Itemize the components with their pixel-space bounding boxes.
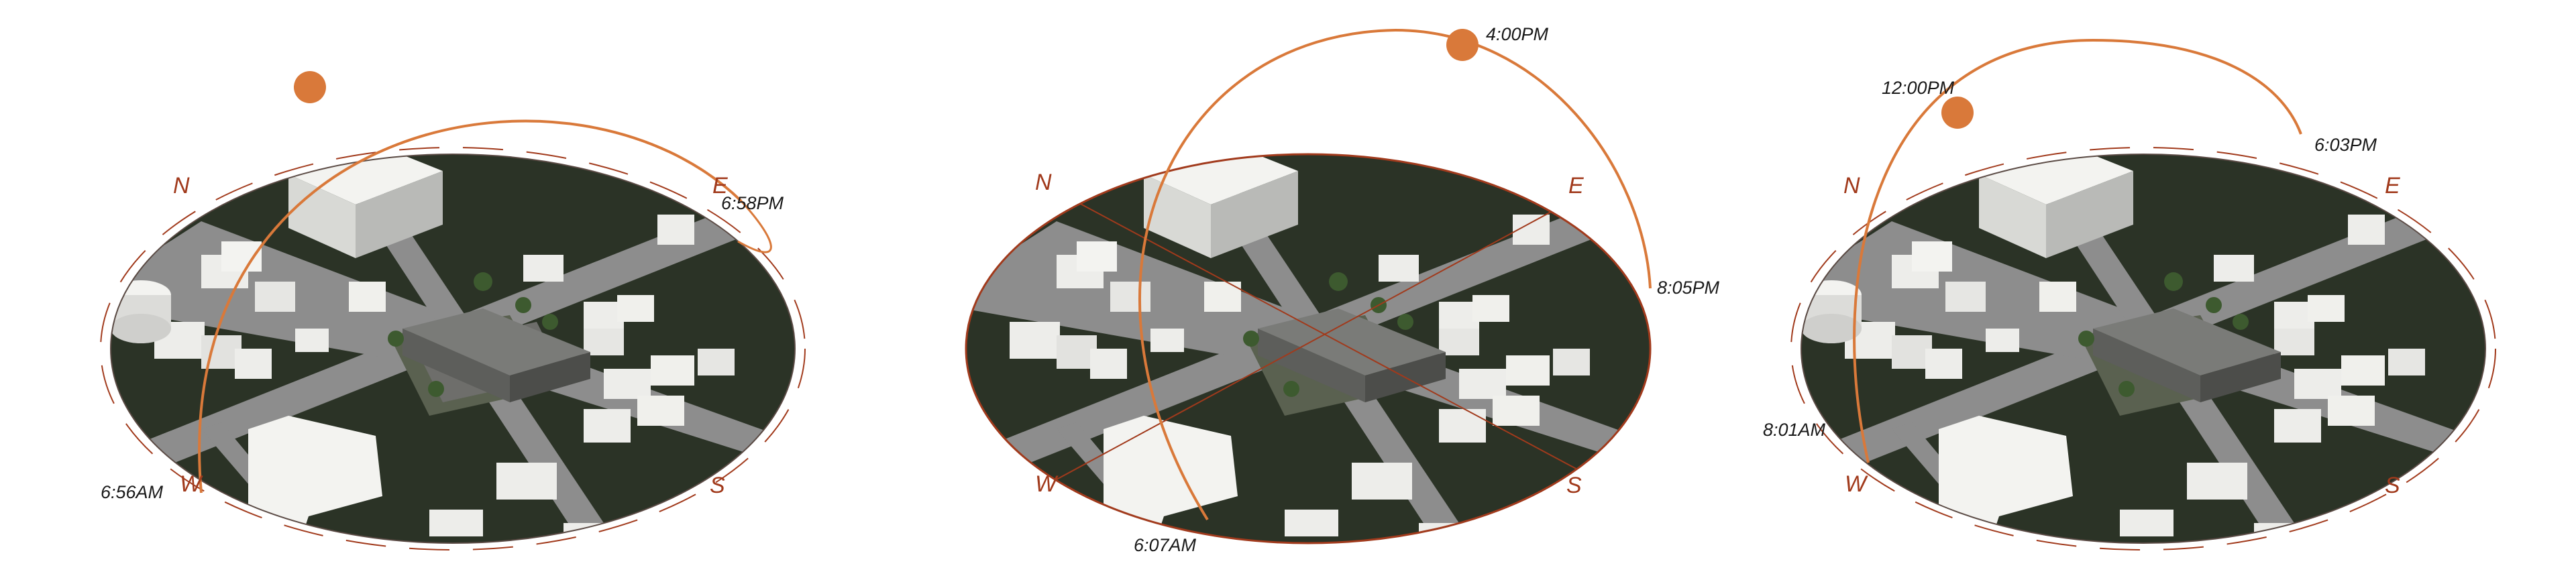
direction-east: E <box>1568 173 1584 198</box>
sunset-time: 6:03PM <box>2314 135 2377 155</box>
sunset-time: 6:58PM <box>721 193 784 213</box>
direction-west: W <box>1845 471 1868 497</box>
sunset-time: 8:05PM <box>1657 278 1720 298</box>
sun-marker <box>1446 29 1479 61</box>
direction-south: S <box>2385 473 2400 498</box>
sun-arc <box>1138 28 1652 521</box>
sun-path-panel-3: N E S W 8:01AM 6:03PM 12:00PM <box>1763 38 2496 550</box>
site-model <box>965 153 1652 544</box>
buildings <box>1801 154 2425 543</box>
direction-north: N <box>1843 173 1860 198</box>
sun-arc <box>1853 38 2302 463</box>
highlight-time: 4:00PM <box>1486 24 1549 44</box>
site-complex <box>402 308 590 402</box>
highlight-time: 12:00PM <box>1882 78 1955 98</box>
site-model <box>1801 154 2486 544</box>
sun-arc <box>198 119 772 494</box>
direction-north: N <box>1035 170 1052 195</box>
direction-west: W <box>180 471 203 497</box>
sunrise-time: 8:01AM <box>1763 420 1826 440</box>
site-complex <box>2093 308 2281 402</box>
sun-path-panel-2: N E S W 6:07AM 8:05PM 4:00PM <box>965 24 1720 555</box>
compass-ring <box>1790 147 2496 550</box>
direction-south: S <box>710 473 725 498</box>
sunrise-time: 6:56AM <box>101 482 164 502</box>
sun-marker <box>1941 97 1974 129</box>
direction-west: W <box>1035 471 1059 497</box>
direction-north: N <box>173 173 190 198</box>
sunrise-time: 6:07AM <box>1134 535 1197 555</box>
direction-south: S <box>1566 473 1582 498</box>
sun-path-panel-1: N E S W 6:56AM 6:58PM <box>100 71 806 550</box>
site-model <box>110 154 796 544</box>
direction-east: E <box>712 173 728 198</box>
compass-ring <box>100 147 806 550</box>
sun-marker <box>294 71 326 103</box>
buildings <box>1010 154 1590 543</box>
direction-east: E <box>2385 173 2400 198</box>
